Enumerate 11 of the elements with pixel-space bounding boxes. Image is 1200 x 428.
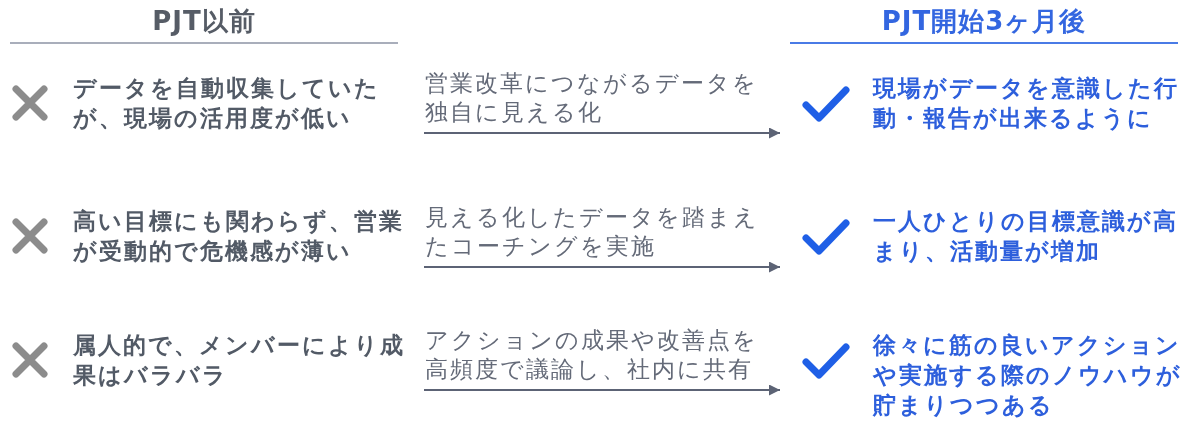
arrow [423, 384, 781, 396]
statement-text: 一人ひとりの目標意識が高まり、活動量が増加 [873, 207, 1179, 266]
statement-text: 高い目標にも関わらず、営業が受動的で危機感が薄い [73, 207, 405, 266]
column-heading: PJT開始3ヶ月後 [790, 4, 1178, 44]
arrow [423, 261, 781, 273]
statement-text: 属人的で、メンバーにより成果はバラバラ [73, 331, 406, 390]
column-heading: PJT以前 [10, 4, 398, 44]
arrow [423, 127, 781, 139]
statement-text: 現場がデータを意識した行動・報告が出来るように [873, 74, 1180, 133]
statement-text: データを自動収集していたが、現場の活用度が低い [73, 74, 381, 133]
statement-text: 徐々に筋の良いアクションや実施する際のノウハウが貯まりつつある [873, 331, 1183, 420]
